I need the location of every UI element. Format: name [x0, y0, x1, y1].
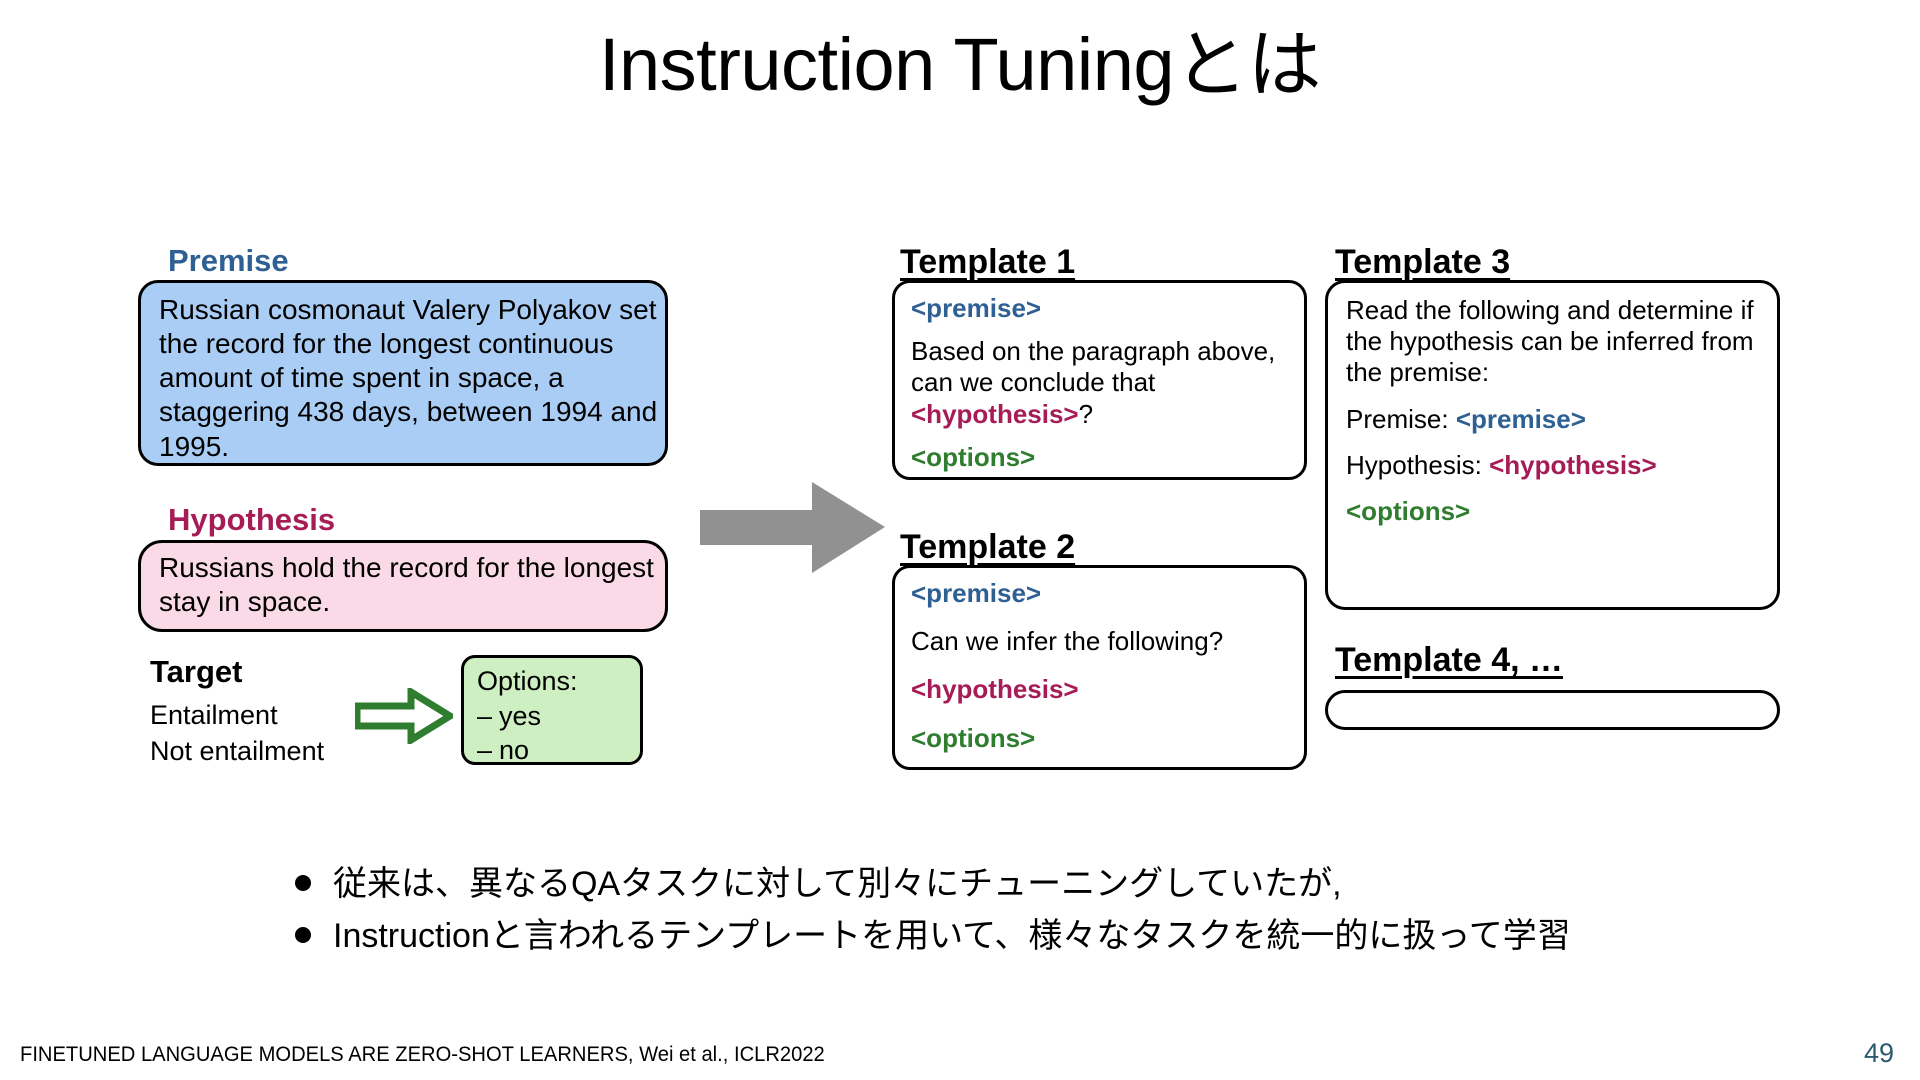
- template-line: <options>: [1346, 496, 1771, 527]
- template-3-heading: Template 3: [1335, 243, 1511, 281]
- template-line: <hypothesis>: [911, 674, 1301, 705]
- template-3-box: Read the following and determine if the …: [1325, 280, 1780, 610]
- template-2-body: <premise> Can we infer the following? <hyp…: [911, 578, 1301, 754]
- template-4-box: [1325, 690, 1780, 730]
- right-arrow-icon: [700, 482, 885, 573]
- template-line: <premise>: [911, 578, 1301, 609]
- bullet-dot-icon: [295, 927, 311, 943]
- template-token-plain: Premise:: [1346, 403, 1456, 434]
- template-token-premise: <premise>: [911, 293, 1042, 323]
- hypothesis-label: Hypothesis: [168, 502, 336, 537]
- template-1-body: <premise> Based on the paragraph above, c…: [911, 293, 1301, 473]
- bullet-text: 従来は、異なるQAタスクに対して別々にチューニングしていたが,: [333, 865, 1342, 903]
- template-token-plain: Based on the paragraph above, can we con…: [911, 336, 1276, 398]
- template-line: Can we infer the following?: [911, 626, 1301, 657]
- template-token-plain: Hypothesis:: [1346, 449, 1490, 480]
- template-line: <options>: [911, 723, 1301, 754]
- template-line: Premise: <premise>: [1346, 404, 1771, 435]
- template-token-plain: Read the following and determine if the …: [1346, 295, 1754, 388]
- page-title: Instruction Tuningとは: [598, 23, 1322, 106]
- template-line: Hypothesis: <hypothesis>: [1346, 450, 1771, 481]
- template-token-options: <options>: [1346, 495, 1471, 526]
- template-1-box: <premise> Based on the paragraph above, c…: [892, 280, 1307, 480]
- option-dash: –: [477, 735, 493, 766]
- template-line: Read the following and determine if the …: [1346, 295, 1771, 389]
- hypothesis-box: Russians hold the record for the longest…: [138, 540, 668, 632]
- bullet-text: Instructionと言われるテンプレートを用いて、様々なタスクを統一的に扱っ…: [333, 917, 1571, 955]
- bullet-item: Instructionと言われるテンプレートを用いて、様々なタスクを統一的に扱っ…: [295, 908, 1571, 957]
- right-arrow-outline-icon: [355, 688, 453, 744]
- option-label: no: [499, 735, 530, 766]
- options-list: Options: –yes –no: [477, 664, 578, 768]
- options-title: Options:: [477, 666, 578, 696]
- template-line: <options>: [911, 442, 1301, 473]
- option-label: yes: [499, 700, 542, 731]
- template-2-heading: Template 2: [900, 528, 1076, 566]
- bullet-item: 従来は、異なるQAタスクに対して別々にチューニングしていたが,: [295, 856, 1342, 905]
- premise-label: Premise: [168, 243, 289, 278]
- template-2-box: <premise> Can we infer the following? <hyp…: [892, 565, 1307, 770]
- bullet-dot-icon: [295, 875, 311, 891]
- template-1-heading: Template 1: [900, 243, 1076, 281]
- option-item-yes: –yes: [477, 699, 578, 734]
- template-token-plain: ?: [1078, 398, 1094, 429]
- template-token-premise: <premise>: [911, 578, 1042, 608]
- options-box: Options: –yes –no: [461, 655, 643, 765]
- target-label: Target: [150, 654, 243, 689]
- template-3-body: Read the following and determine if the …: [1346, 295, 1771, 527]
- premise-box: Russian cosmonaut Valery Polyakov set th…: [138, 280, 668, 466]
- template-token-options: <options>: [911, 441, 1036, 472]
- hypothesis-text: Russians hold the record for the longest…: [159, 552, 654, 618]
- template-line: <premise>: [911, 293, 1301, 324]
- page-number: 49: [1863, 1038, 1894, 1068]
- premise-text: Russian cosmonaut Valery Polyakov set th…: [159, 294, 658, 462]
- template-line: Based on the paragraph above, can we con…: [911, 336, 1301, 430]
- template-token-hypothesis: <hypothesis>: [911, 398, 1079, 429]
- option-dash: –: [477, 700, 493, 731]
- target-value-entailment: Entailment: [150, 700, 278, 730]
- template-token-premise: <premise>: [1455, 403, 1586, 434]
- template-token-plain: Can we infer the following?: [911, 626, 1224, 657]
- template-token-options: <options>: [911, 722, 1036, 753]
- template-token-hypothesis: <hypothesis>: [1489, 449, 1657, 480]
- option-item-no: –no: [477, 733, 578, 768]
- template-token-hypothesis: <hypothesis>: [911, 674, 1079, 705]
- target-value-not-entailment: Not entailment: [150, 736, 325, 766]
- template-4-heading: Template 4, …: [1335, 641, 1563, 679]
- footer-citation: FINETUNED LANGUAGE MODELS ARE ZERO-SHOT …: [20, 1043, 825, 1066]
